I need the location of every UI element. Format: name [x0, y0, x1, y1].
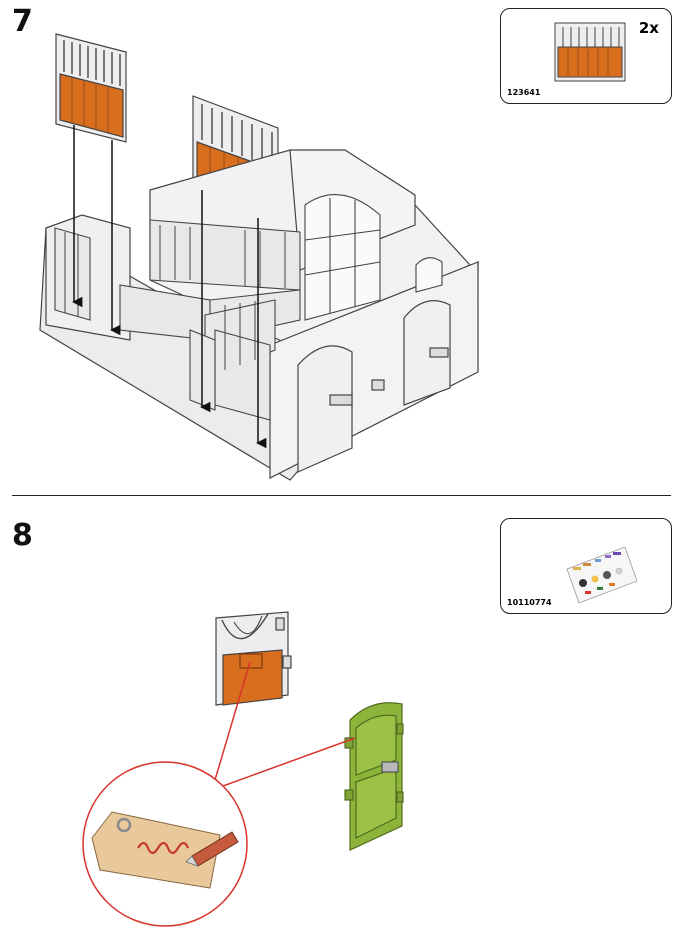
green-door — [344, 702, 404, 851]
step-8-number: 8 — [12, 518, 33, 553]
sticker-callout-lines — [211, 661, 356, 791]
sticker-sheet-thumbnail — [566, 546, 638, 604]
part-callout-step8: 10110774 — [500, 518, 672, 614]
part-callout-step7: 2x 123641 — [500, 8, 672, 104]
part-quantity: 2x — [638, 19, 659, 37]
stable-door — [297, 300, 451, 473]
step-divider — [12, 495, 671, 496]
stall-door-with-sticker — [215, 611, 292, 706]
zoom-circle — [82, 761, 248, 927]
step-7-illustration — [39, 33, 479, 481]
step-7-number: 7 — [12, 4, 33, 39]
stall-partitions — [54, 219, 301, 421]
partition-panel-thumbnail — [554, 22, 626, 82]
name-tag-icon — [91, 811, 239, 889]
insertion-arrows — [71, 125, 267, 449]
stable-window — [304, 194, 443, 321]
partition-panel-left — [55, 33, 127, 143]
part-number: 10110774 — [507, 598, 552, 607]
part-number: 123641 — [507, 88, 541, 97]
